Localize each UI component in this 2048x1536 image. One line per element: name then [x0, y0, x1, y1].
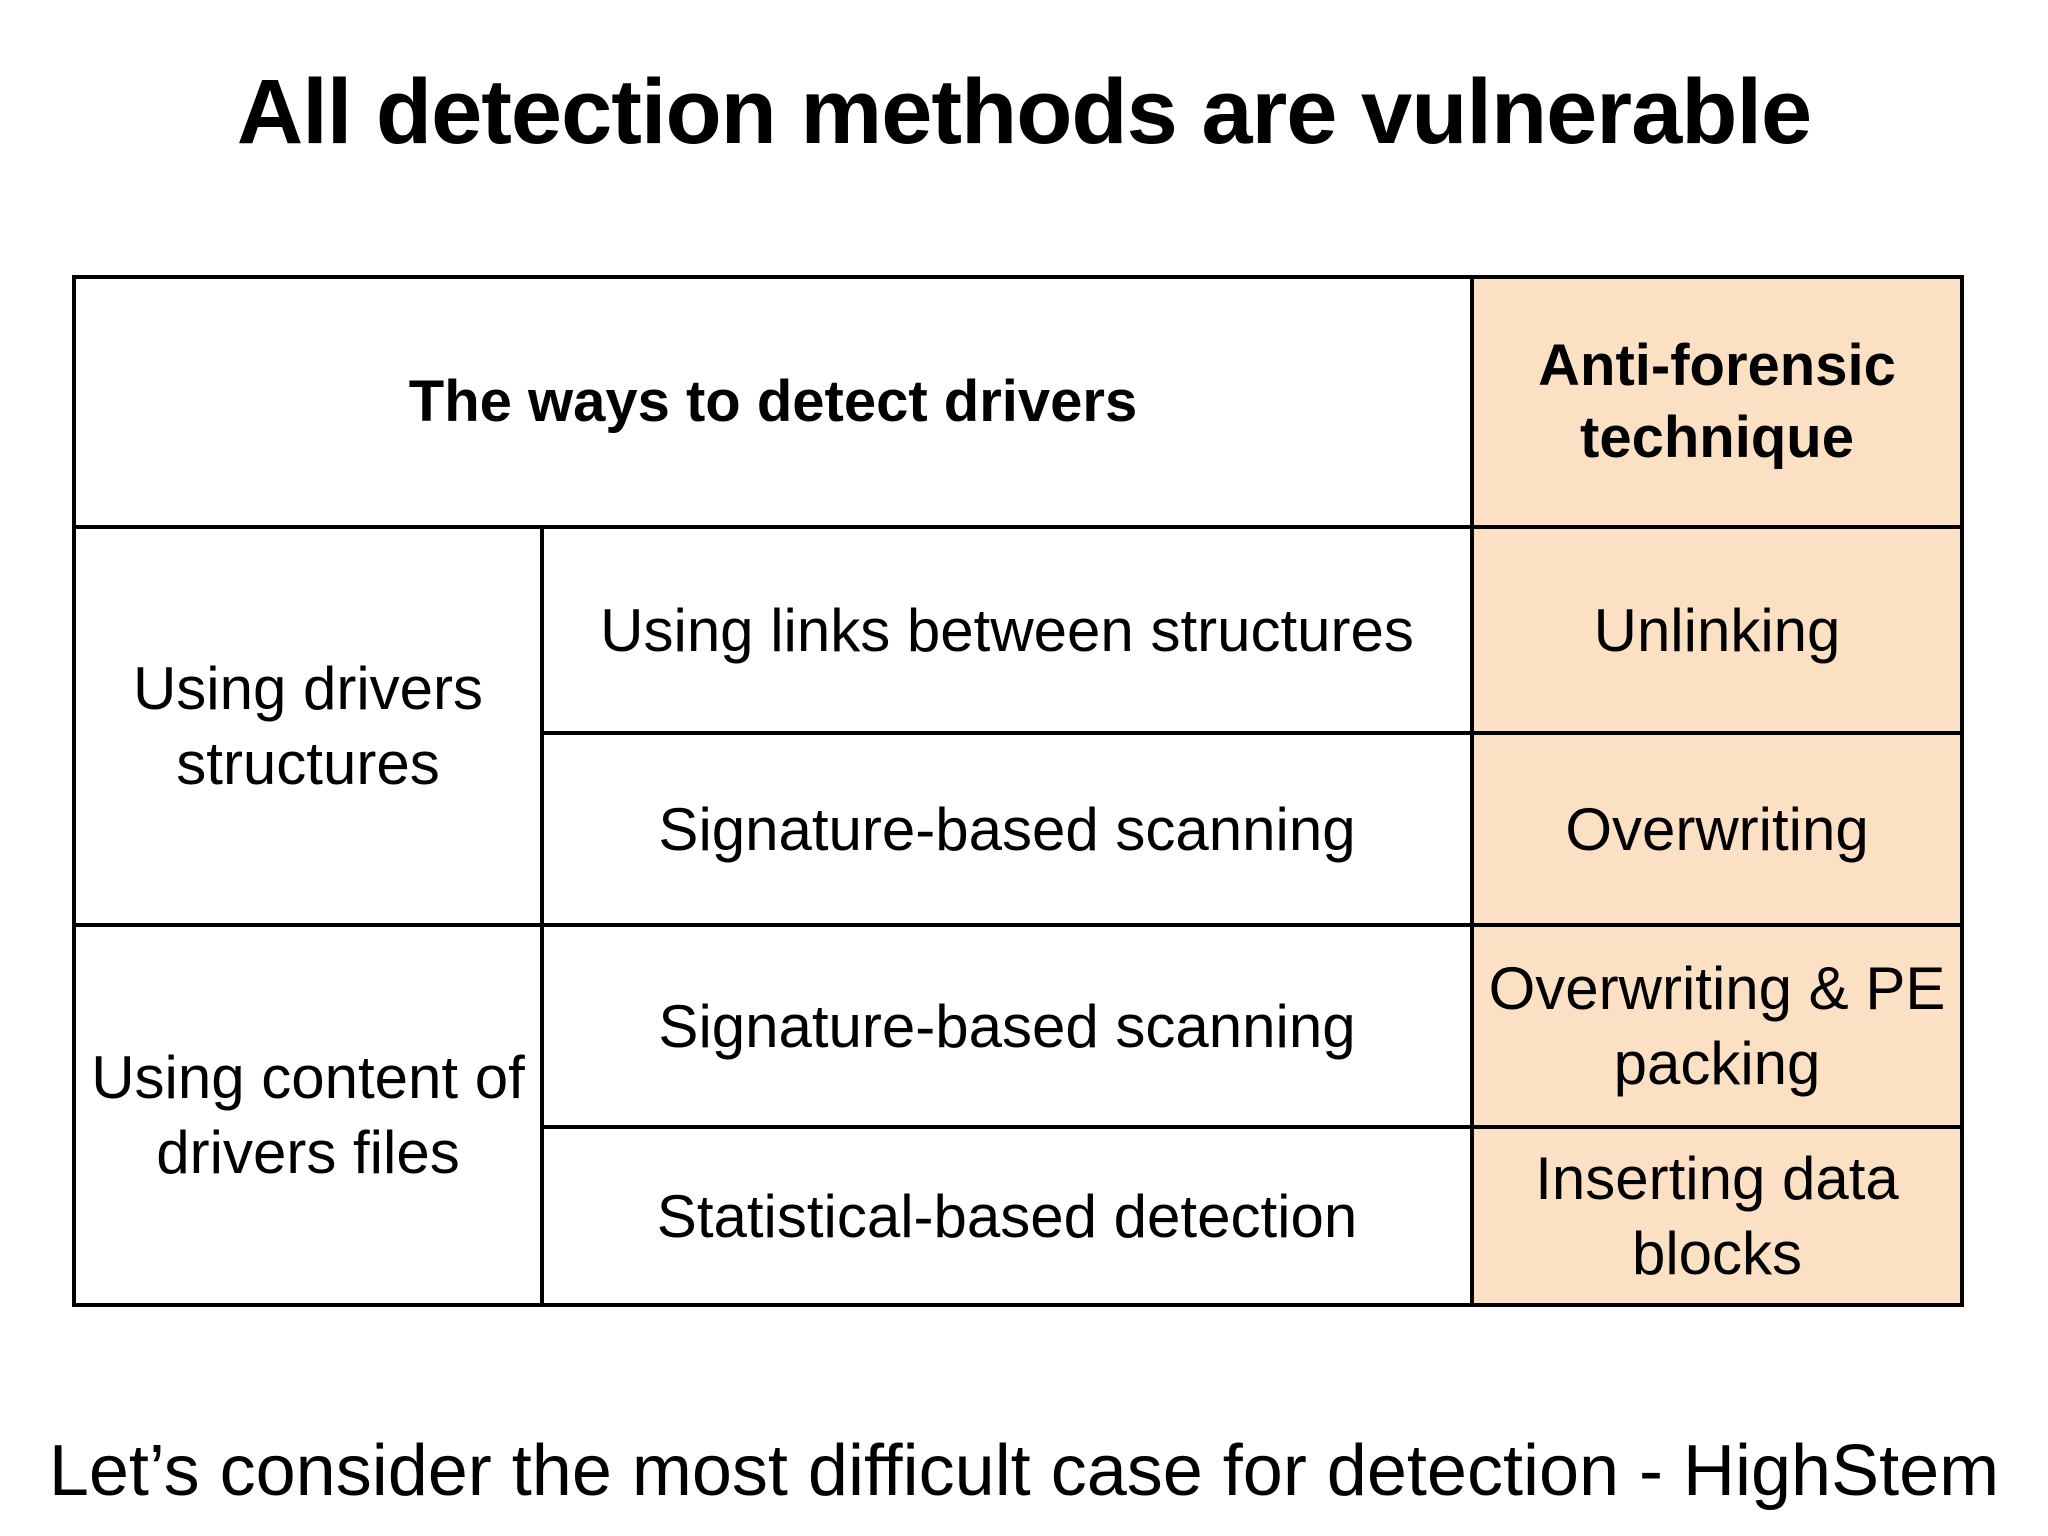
technique-cell: Unlinking [1470, 525, 1965, 735]
table-row: Using content of drivers files Signature… [72, 923, 1965, 1307]
category-cell-drivers-files-content: Using content of drivers files [72, 923, 544, 1307]
header-ways-to-detect-cell: The ways to detect drivers [71, 275, 1475, 529]
method-cell: Signature-based scanning [539, 923, 1475, 1129]
slide-title: All detection methods are vulnerable [236, 61, 1812, 163]
footer-note: Let’s consider the most difficult case f… [48, 1431, 2000, 1511]
header-anti-forensic-cell: Anti-forensic technique [1470, 275, 1965, 529]
technique-cell: Overwriting & PE packing [1470, 923, 1965, 1129]
method-cell: Statistical-based detection [539, 1125, 1475, 1307]
table-row: Signature-based scanning Overwriting [74, 731, 1965, 927]
technique-cell: Overwriting [1470, 731, 1965, 927]
table-row: Statistical-based detection Inserting da… [74, 1125, 1965, 1307]
method-cell: Signature-based scanning [539, 731, 1475, 927]
table-row: Using drivers structures Using links bet… [72, 525, 1965, 927]
technique-cell: Inserting data blocks [1470, 1125, 1965, 1307]
method-cell: Using links between structures [539, 525, 1475, 735]
detection-table: The ways to detect drivers Anti-forensic… [71, 275, 1965, 1307]
category-cell-drivers-structures: Using drivers structures [72, 525, 544, 927]
table-header-row: The ways to detect drivers Anti-forensic… [71, 275, 1965, 529]
